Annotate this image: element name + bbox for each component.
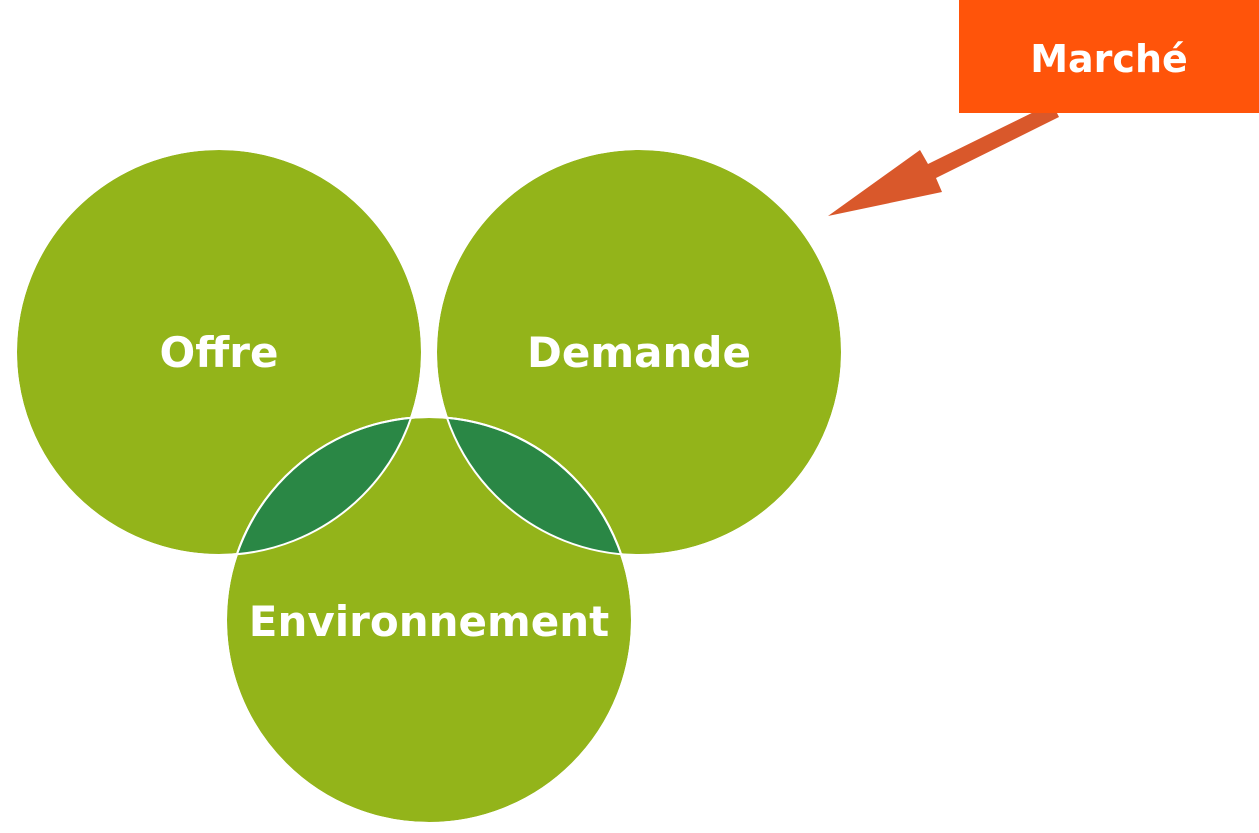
label-environnement: Environnement (249, 597, 609, 646)
circle-offre-outline (15, 148, 423, 556)
label-offre: Offre (160, 328, 279, 377)
overlap-demande-environnement (436, 416, 633, 555)
callout-box (959, 0, 1259, 113)
label-demande: Demande (527, 328, 751, 377)
circle-environnement-outline (225, 416, 633, 824)
circle-demande-outline (435, 148, 843, 556)
callout-label: Marché (1030, 37, 1188, 81)
callout-arrow (828, 103, 1059, 216)
overlap-offre-environnement (225, 416, 422, 555)
